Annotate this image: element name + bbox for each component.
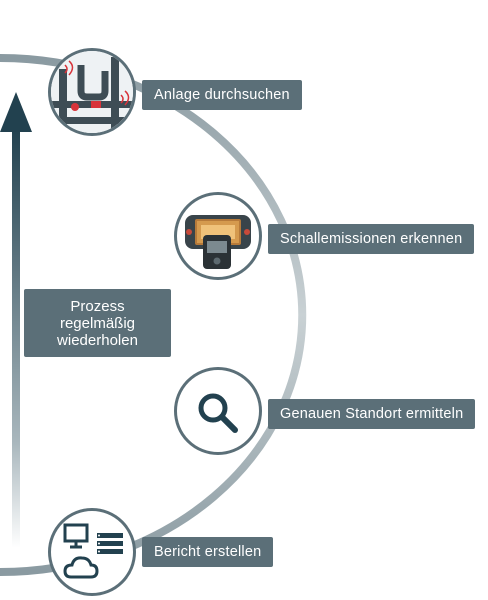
magnifier-icon — [198, 393, 238, 433]
step-label-report: Bericht erstellen — [142, 537, 274, 567]
step-node-detect — [174, 192, 262, 280]
loop-line-2: regelmäßig — [59, 314, 135, 332]
pipes-icon — [51, 51, 133, 133]
repeat-process-label: Prozess regelmäßig wiederholen — [24, 289, 171, 357]
step-node-locate — [174, 367, 262, 455]
monitor-server-cloud-icon — [63, 523, 123, 579]
detector-device-icon — [185, 215, 251, 269]
step-node-report — [48, 508, 136, 596]
step-label-detect: Schallemissionen erkennen — [268, 224, 475, 254]
arrow-head — [0, 92, 32, 132]
loop-line-1: Prozess — [70, 297, 125, 315]
loop-line-3: wiederholen — [57, 331, 138, 349]
step-label-locate: Genauen Standort ermitteln — [268, 399, 476, 429]
repeat-arrow — [0, 92, 32, 548]
step-node-search — [48, 48, 136, 136]
step-label-search: Anlage durchsuchen — [142, 80, 302, 110]
